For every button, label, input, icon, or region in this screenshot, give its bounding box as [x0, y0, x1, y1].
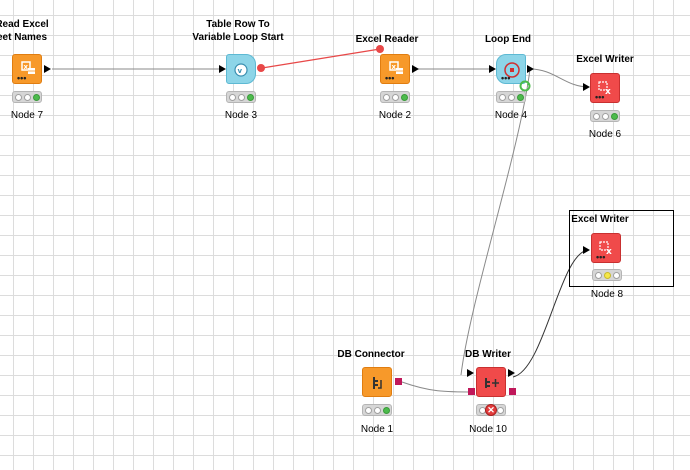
db-connection-input-port[interactable]	[468, 388, 475, 395]
status-yellow-dot	[602, 113, 609, 120]
status-yellow-dot	[24, 94, 31, 101]
configure-dots-icon: •••	[501, 73, 511, 83]
node-title: Table Row To Variable Loop Start	[178, 18, 298, 44]
status-red-dot	[365, 407, 372, 414]
status-yellow-dot	[374, 407, 381, 414]
loop-start-icon[interactable]: v	[226, 54, 256, 84]
status-green-dot	[401, 94, 408, 101]
svg-text:x: x	[605, 87, 611, 97]
node-selection-box	[569, 210, 674, 287]
node-title: DB Connector	[337, 349, 405, 360]
loop-refresh-icon	[519, 79, 531, 92]
loop-end-icon[interactable]: •••	[496, 54, 526, 84]
node-title-line2: Variable Loop Start	[192, 32, 284, 43]
status-red-dot	[595, 272, 602, 279]
status-green-dot	[517, 94, 524, 101]
flow-variable-output-port[interactable]	[257, 64, 265, 72]
node-label: Node 1	[360, 424, 394, 435]
status-red-dot	[383, 94, 390, 101]
node-title: Loop End	[484, 34, 532, 45]
svg-text:v: v	[238, 67, 243, 75]
configure-dots-icon: •••	[385, 73, 395, 83]
flow-variable-input-port[interactable]	[376, 45, 384, 53]
excel-sheet-icon[interactable]: x •••	[12, 54, 42, 84]
svg-text:x: x	[606, 247, 612, 257]
status-green-dot	[497, 407, 504, 414]
node-label: Node 8	[590, 289, 624, 300]
status-green-dot	[247, 94, 254, 101]
svg-text:x: x	[392, 63, 397, 71]
status-traffic-light	[226, 91, 256, 103]
node-title: Excel Writer	[571, 214, 629, 225]
node-label: Node 2	[378, 110, 412, 121]
status-green-dot	[613, 272, 620, 279]
connection-node4-loop-return	[460, 68, 531, 376]
node-label: Node 10	[469, 424, 507, 435]
node-title: Read Excel eet Names	[0, 18, 58, 44]
excel-reader-icon[interactable]: x •••	[380, 54, 410, 84]
svg-text:x: x	[24, 63, 29, 71]
excel-writer-icon[interactable]: x •••	[590, 73, 620, 103]
status-traffic-light	[496, 91, 526, 103]
node-title: Excel Writer	[576, 54, 634, 65]
node-label: Node 7	[10, 110, 44, 121]
node-label: Node 4	[494, 110, 528, 121]
status-yellow-dot	[508, 94, 515, 101]
status-green-dot	[611, 113, 618, 120]
db-connection-output-port[interactable]	[395, 378, 402, 385]
db-writer-icon[interactable]	[476, 367, 506, 397]
status-red-dot	[593, 113, 600, 120]
node-label: Node 6	[588, 129, 622, 140]
input-port[interactable]	[583, 83, 590, 91]
flow-variable-connection-node3-node2	[261, 48, 381, 69]
status-green-dot	[383, 407, 390, 414]
status-traffic-light	[12, 91, 42, 103]
error-icon: ✕	[485, 404, 497, 416]
excel-writer-icon[interactable]: x •••	[591, 233, 621, 263]
status-yellow-dot	[238, 94, 245, 101]
node-label: Node 3	[224, 110, 258, 121]
configure-dots-icon: •••	[595, 92, 605, 102]
node-title: DB Writer	[465, 349, 511, 360]
output-port[interactable]	[412, 65, 419, 73]
connection-node1-node10	[401, 381, 476, 393]
database-icon[interactable]	[362, 367, 392, 397]
status-traffic-light	[362, 404, 392, 416]
status-yellow-dot	[392, 94, 399, 101]
status-green-dot	[33, 94, 40, 101]
output-port[interactable]	[44, 65, 51, 73]
node-title-line1: Table Row To	[206, 19, 270, 30]
db-connection-output-port[interactable]	[509, 388, 516, 395]
configure-dots-icon: •••	[17, 73, 27, 83]
input-port[interactable]	[219, 65, 226, 73]
node-title: Excel Reader	[355, 34, 419, 45]
status-red-dot	[15, 94, 22, 101]
node-title-line1: Read Excel	[0, 19, 49, 30]
input-port[interactable]	[583, 246, 590, 254]
status-red-dot	[499, 94, 506, 101]
status-traffic-light	[590, 110, 620, 122]
node-title-line2: eet Names	[0, 32, 48, 43]
status-yellow-dot	[604, 272, 611, 279]
connection-node10-node8	[512, 249, 590, 378]
status-traffic-light	[380, 91, 410, 103]
configure-dots-icon: •••	[596, 252, 606, 262]
input-port[interactable]	[489, 65, 496, 73]
flow-output-port[interactable]	[508, 369, 515, 377]
status-traffic-light	[592, 269, 622, 281]
connection-node4-node6	[529, 68, 590, 88]
flow-input-port[interactable]	[467, 369, 474, 377]
output-port[interactable]	[527, 65, 534, 73]
status-red-dot	[229, 94, 236, 101]
